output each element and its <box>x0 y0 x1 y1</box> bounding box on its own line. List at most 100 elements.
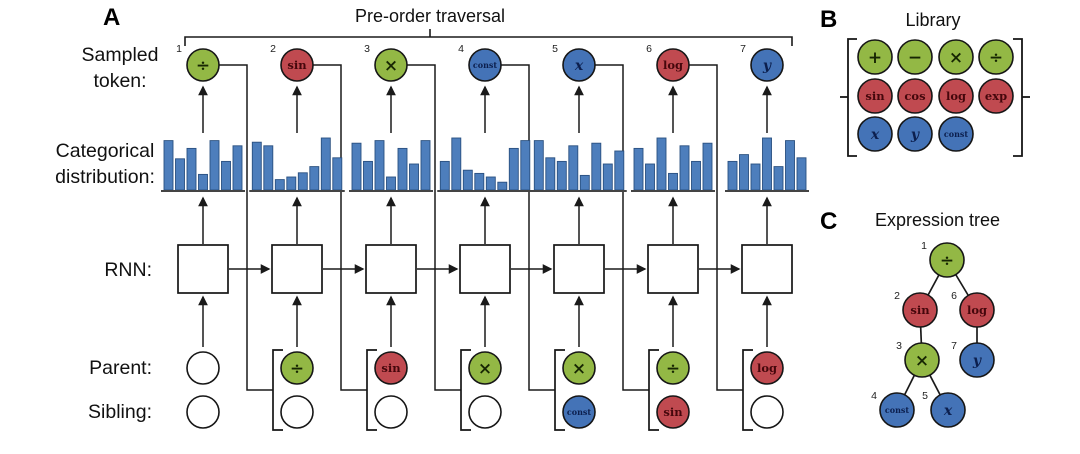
distribution-5-bar-4 <box>568 145 579 191</box>
sibling-circle-7 <box>750 395 784 429</box>
library-token-label-x: x <box>870 127 880 143</box>
distribution-6-bar-5 <box>679 145 690 191</box>
tree-node-number-4: 4 <box>871 390 877 402</box>
library-token-label-÷: ÷ <box>989 48 1003 68</box>
library-token-circle-− <box>897 39 933 75</box>
tree-node-circle-5 <box>930 392 966 428</box>
distribution-7-bar-3 <box>750 163 761 191</box>
distribution-7-bar-7 <box>796 157 807 191</box>
feedback-elbow-2 <box>313 64 367 391</box>
token-circle-4 <box>468 48 502 82</box>
rnn-cell-7 <box>741 244 793 294</box>
token-number-5: 5 <box>552 43 558 55</box>
library-token-circle-× <box>938 39 974 75</box>
input-bracket-7 <box>742 349 753 431</box>
sibling-circle-5 <box>562 395 596 429</box>
sibling-label-5: const <box>567 407 592 417</box>
token-number-3: 3 <box>364 43 370 55</box>
distribution-4-bar-5 <box>485 176 496 191</box>
feedback-elbow-3 <box>407 64 461 391</box>
distribution-2-bar-3 <box>274 179 285 191</box>
parent-label-5: × <box>572 359 586 379</box>
distribution-1-bar-5 <box>209 140 220 191</box>
feedback-elbow-5 <box>595 64 649 391</box>
distribution-7-bar-2 <box>739 154 749 191</box>
categorical-distribution-4 <box>437 137 533 192</box>
categorical-distribution-6 <box>631 137 715 192</box>
distribution-3-bar-3 <box>374 140 385 191</box>
distribution-4-bar-3 <box>462 169 473 191</box>
categorical-distribution-5 <box>531 140 627 192</box>
token-circle-2 <box>280 48 314 82</box>
distribution-5-bar-6 <box>591 142 602 191</box>
distribution-2-bar-6 <box>309 166 320 191</box>
distribution-1-bar-6 <box>221 160 231 191</box>
token-circle-7 <box>750 48 784 82</box>
library-token-circle-+ <box>857 39 893 75</box>
sibling-circle-6 <box>656 395 690 429</box>
distribution-7-bar-4 <box>762 137 772 191</box>
sibling-circle-4 <box>468 395 502 429</box>
distribution-4-bar-7 <box>508 147 519 191</box>
feedback-elbow-1 <box>219 64 273 391</box>
distribution-3-bar-7 <box>420 140 431 191</box>
tree-node-label-6: log <box>967 303 987 317</box>
distribution-1-bar-4 <box>198 173 208 191</box>
tree-node-circle-2 <box>902 292 938 328</box>
distribution-4-bar-8 <box>520 140 531 191</box>
distribution-6-bar-3 <box>656 137 667 191</box>
tree-node-number-5: 5 <box>922 390 928 402</box>
sibling-label-6: sin <box>663 405 683 419</box>
tree-node-number-6: 6 <box>951 290 957 302</box>
sampled-token-row-label-line2: token: <box>93 70 147 92</box>
library-token-label-log: log <box>946 89 966 103</box>
library-token-circle-x <box>857 116 893 152</box>
distribution-7-bar-6 <box>785 140 795 191</box>
parent-label-6: ÷ <box>666 359 680 379</box>
tree-node-number-7: 7 <box>951 340 957 352</box>
library-token-label-sin: sin <box>865 89 885 103</box>
token-number-1: 1 <box>176 43 182 55</box>
library-token-circle-÷ <box>978 39 1014 75</box>
tree-node-label-3: × <box>915 351 929 371</box>
sibling-row-label: Sibling: <box>88 401 152 423</box>
distribution-3-bar-2 <box>363 160 373 191</box>
distribution-4-bar-4 <box>474 172 485 191</box>
distribution-4-bar-6 <box>497 181 508 191</box>
library-title: Library <box>905 10 961 30</box>
library-token-label-exp: exp <box>985 89 1007 103</box>
distribution-5-bar-1 <box>533 140 544 191</box>
input-bracket-6 <box>648 349 659 431</box>
distribution-6-bar-4 <box>668 172 678 191</box>
rnn-cell-6 <box>647 244 699 294</box>
distribution-6-bar-7 <box>702 142 713 191</box>
token-number-4: 4 <box>458 43 464 55</box>
parent-circle-5 <box>562 351 596 385</box>
tree-node-label-5: x <box>943 403 953 419</box>
distribution-2-bar-8 <box>332 157 343 191</box>
preorder-bracket <box>184 36 793 46</box>
sibling-circle-3 <box>374 395 408 429</box>
tree-node-label-7: y <box>972 353 982 369</box>
distribution-6-bar-1 <box>633 147 644 191</box>
token-circle-1 <box>186 48 220 82</box>
token-label-1: ÷ <box>196 56 210 76</box>
categorical-distribution-row-label: Categorical distribution: <box>41 138 169 190</box>
rnn-cell-2 <box>271 244 323 294</box>
tree-node-number-1: 1 <box>921 240 927 252</box>
tree-node-number-2: 2 <box>894 290 900 302</box>
distribution-6-bar-6 <box>691 160 701 191</box>
sampled-token-row-label-line1: Sampled <box>81 44 159 66</box>
token-label-3: × <box>384 56 398 76</box>
distribution-7-bar-1 <box>727 160 738 191</box>
tree-node-label-2: sin <box>910 303 930 317</box>
rnn-row-label: RNN: <box>104 259 152 281</box>
token-number-7: 7 <box>740 43 746 55</box>
parent-circle-1 <box>186 351 220 385</box>
preorder-traversal-title: Pre-order traversal <box>354 6 506 26</box>
distribution-4-bar-1 <box>439 160 450 191</box>
distribution-6-bar-2 <box>645 163 655 191</box>
library-token-circle-const <box>938 116 974 152</box>
